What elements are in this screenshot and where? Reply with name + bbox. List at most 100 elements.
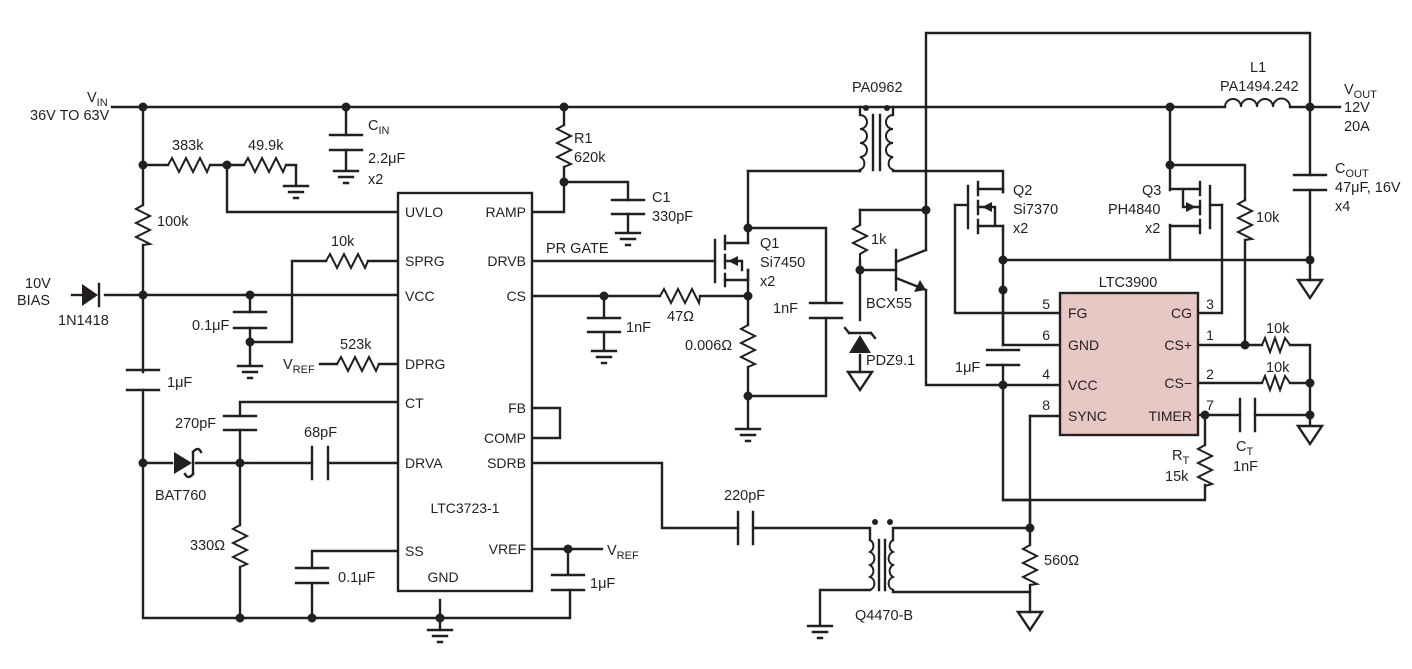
pin-drvb: DRVB	[487, 253, 526, 269]
bjt-bcx55	[894, 248, 928, 292]
label-vout: VOUT	[1344, 82, 1377, 101]
diode-pdz91	[843, 326, 877, 353]
pin-ss: SS	[405, 543, 424, 559]
resistor-10k-csm	[1261, 373, 1291, 393]
label-cin-x2: x2	[368, 172, 383, 188]
label-r1: R1	[574, 131, 593, 147]
label-10k-sprg: 10k	[331, 234, 355, 250]
label-q1-part: Si7450	[760, 255, 805, 271]
label-100k: 100k	[157, 214, 189, 230]
capacitor-1nf-cs	[586, 316, 622, 334]
label-pa0962: PA0962	[852, 80, 903, 96]
capacitor-ct	[1238, 397, 1257, 433]
label-l1: L1	[1250, 60, 1266, 76]
label-cin-val: 2.2μF	[368, 151, 406, 167]
mosfet-q3	[1168, 180, 1224, 235]
label-q3-x2: x2	[1145, 221, 1160, 237]
label-cin: CIN	[368, 118, 390, 137]
label-vref-dprg: VREF	[283, 357, 315, 376]
label-rt-val: 15k	[1165, 469, 1189, 485]
pin-comp: COMP	[484, 430, 526, 446]
label-l1-part: PA1494.242	[1220, 79, 1299, 95]
capacitor-c1	[610, 198, 646, 216]
label-0006: 0.006Ω	[685, 338, 732, 354]
pin-fg: FG	[1068, 305, 1087, 321]
inductor-l1	[1224, 97, 1291, 108]
pin-vcc: VCC	[405, 288, 435, 304]
label-523k: 523k	[340, 337, 372, 353]
resistor-100k	[133, 204, 154, 246]
capacitor-01uf	[232, 310, 268, 330]
pin-gnd: GND	[427, 569, 458, 585]
label-270pf: 270pF	[175, 416, 216, 432]
pin-sprg: SPRG	[405, 253, 445, 269]
label-10k-q3: 10k	[1256, 210, 1280, 226]
label-q2: Q2	[1013, 183, 1032, 199]
label-c1: C1	[652, 190, 671, 206]
resistor-47	[659, 286, 701, 307]
ground-triangle	[845, 370, 875, 393]
pin-vcc2: VCC	[1068, 377, 1098, 393]
label-cout-x4: x4	[1335, 199, 1350, 215]
transistors	[713, 180, 1224, 292]
mosfet-q1	[713, 226, 750, 288]
component-labels: VIN 36V TO 63V 10V BIAS 1N1418 383k 49.9…	[17, 60, 1401, 624]
ground-symbol	[614, 231, 642, 247]
label-q1: Q1	[760, 236, 779, 252]
label-01uf: 0.1μF	[192, 318, 230, 334]
ground-symbol	[734, 427, 762, 443]
label-ct-val: 1nF	[1233, 459, 1258, 475]
label-bias: 10V	[25, 276, 51, 292]
pin-ct: CT	[405, 395, 424, 411]
label-383k: 383k	[172, 138, 204, 154]
ground-symbol	[590, 349, 618, 365]
transformer-q4470	[867, 519, 896, 592]
magnetics	[859, 97, 1291, 592]
label-q3-part: PH4840	[1108, 202, 1160, 218]
junctions	[138, 102, 1315, 623]
label-q1-x2: x2	[760, 274, 775, 290]
label-q4470: Q4470-B	[855, 608, 913, 624]
label-10k-csm: 10k	[1266, 360, 1290, 376]
resistor-r1	[554, 124, 574, 168]
label-r1-val: 620k	[574, 150, 606, 166]
ground-symbol	[282, 184, 310, 200]
diode-bat760	[174, 447, 203, 479]
diodes	[70, 282, 877, 479]
label-bcx55: BCX55	[866, 296, 912, 312]
capacitor-68pf	[310, 445, 330, 481]
label-560: 560Ω	[1044, 553, 1079, 569]
resistor-10k-sprg	[325, 251, 369, 271]
label-vin-range: 36V TO 63V	[30, 108, 110, 124]
label-cout-val: 47μF, 16V	[1335, 180, 1401, 196]
label-vout-a: 20A	[1344, 119, 1370, 135]
capacitors	[125, 133, 1328, 592]
resistor-0006	[738, 324, 758, 368]
capacitor-cout	[1292, 173, 1328, 192]
label-q2-x2: x2	[1013, 221, 1028, 237]
label-220pf: 220pF	[724, 488, 765, 504]
pin-ramp: RAMP	[486, 204, 526, 220]
label-vin: VIN	[87, 90, 108, 109]
label-1uf-left: 1μF	[167, 375, 192, 391]
pin-drva: DRVA	[405, 455, 443, 471]
capacitor-1nf-snub	[808, 301, 844, 320]
pin-cs: CS	[507, 288, 526, 304]
label-bias2: BIAS	[17, 293, 50, 309]
resistors	[133, 124, 1291, 586]
label-c1-val: 330pF	[652, 209, 693, 225]
pin-number: 1	[1206, 327, 1214, 343]
resistor-rt	[1195, 444, 1215, 487]
capacitor-220pf	[736, 510, 755, 546]
pin-number: 8	[1042, 397, 1050, 413]
capacitor-1uf-vref	[550, 573, 586, 592]
label-47: 47Ω	[667, 309, 694, 325]
label-q3: Q3	[1142, 183, 1161, 199]
label-1nf-cs: 1nF	[626, 320, 651, 336]
capacitor-270pf	[222, 414, 258, 432]
resistor-1k	[850, 224, 870, 260]
label-10k-csp: 10k	[1266, 321, 1290, 337]
label-vout-v: 12V	[1344, 100, 1370, 116]
